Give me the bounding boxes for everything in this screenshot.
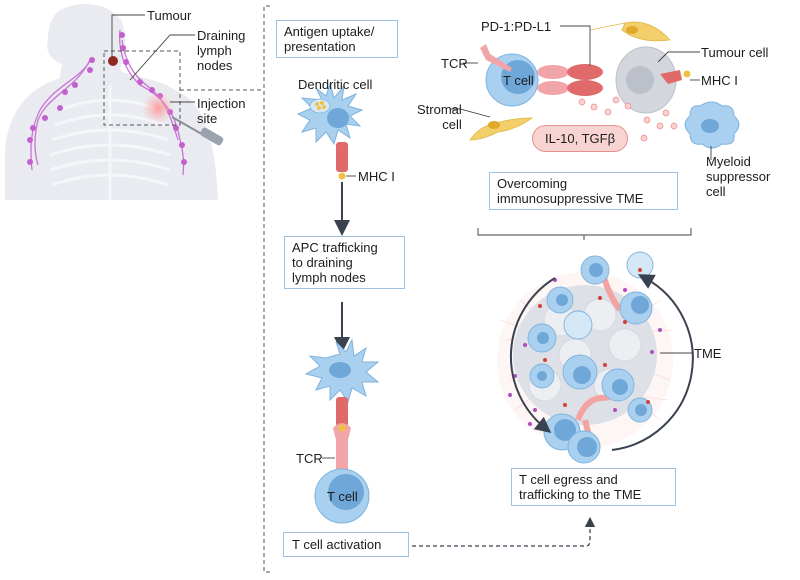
step-box-apc-trafficking: APC trafficking to draining lymph nodes	[284, 236, 405, 289]
label-tcr-bottom: TCR	[296, 451, 323, 466]
box-line: immunosuppressive TME	[497, 191, 644, 206]
box-line: lymph nodes	[292, 270, 366, 285]
label-tme: TME	[694, 346, 722, 361]
label-line: cell	[442, 117, 462, 132]
label-injection-site: Injection site	[197, 96, 245, 126]
label-line: Draining	[197, 28, 246, 43]
label-tcr-panel: TCR	[441, 56, 468, 71]
label-dendritic-cell: Dendritic cell	[298, 77, 373, 92]
tme-bracket	[477, 228, 692, 240]
injection-glow	[142, 92, 174, 124]
arrow-circulation-right	[611, 274, 694, 451]
process-bracket	[263, 5, 272, 573]
label-tumour-cell: Tumour cell	[701, 45, 769, 60]
label-draining-lymph-nodes: Draining lymph nodes	[197, 28, 245, 73]
pd1-pdl1-complex	[537, 64, 603, 96]
cytokine-dots	[578, 96, 678, 142]
arrow-circulation-left	[509, 277, 556, 434]
syringe-icon	[171, 116, 224, 146]
step-box-t-cell-egress: T cell egress and trafficking to the TME	[511, 468, 676, 506]
step-box-t-cell-activation: T cell activation	[283, 532, 409, 557]
label-line: site	[197, 111, 218, 126]
label-line: Injection	[197, 96, 246, 111]
label-pd1-pdl1: PD-1:PD-L1	[481, 19, 552, 34]
label-line: Myeloid	[706, 154, 751, 169]
box-line: trafficking to the TME	[519, 487, 642, 502]
human-torso-illustration	[5, 4, 262, 200]
label-line: Stromal	[417, 102, 462, 117]
step-box-antigen-uptake: Antigen uptake/ presentation	[276, 20, 398, 58]
label-line: cell	[706, 184, 726, 199]
dendritic-t-cell-synapse	[304, 338, 380, 524]
dendritic-cell-top	[296, 82, 364, 180]
label-t-cell-panel: T cell	[503, 73, 534, 88]
label-tumour: Tumour	[147, 8, 192, 23]
tcr-molecule	[480, 44, 512, 72]
cytokine-badge: IL-10, TGFβ	[532, 125, 629, 152]
step-box-overcoming-tme: Overcoming immunosuppressive TME	[489, 172, 678, 210]
box-line: T cell egress and	[519, 472, 618, 487]
label-stromal-cell: Stromal cell	[417, 102, 462, 132]
label-line: suppressor	[706, 169, 771, 184]
stromal-cell-left	[469, 117, 534, 141]
label-line: lymph	[197, 43, 232, 58]
label-myeloid-suppressor: Myeloid suppressor cell	[706, 154, 770, 199]
box-line: to draining	[292, 255, 353, 270]
label-t-cell-bottom: T cell	[327, 489, 358, 504]
box-line: Antigen uptake/	[284, 24, 375, 39]
tumour-marker	[108, 56, 118, 66]
box-line: presentation	[284, 39, 356, 54]
arrow-activation-to-egress	[412, 516, 596, 547]
label-mhc-i-panel: MHC I	[701, 73, 738, 88]
box-line: Overcoming	[497, 176, 568, 191]
tme-illustration	[497, 251, 694, 464]
label-line: nodes	[197, 58, 233, 73]
label-mhc-i-top: MHC I	[358, 169, 395, 184]
mhc-i-molecule	[336, 142, 348, 172]
immunosuppression-panel	[450, 21, 740, 160]
zoom-region-box	[103, 50, 181, 126]
box-line: APC trafficking	[292, 240, 378, 255]
